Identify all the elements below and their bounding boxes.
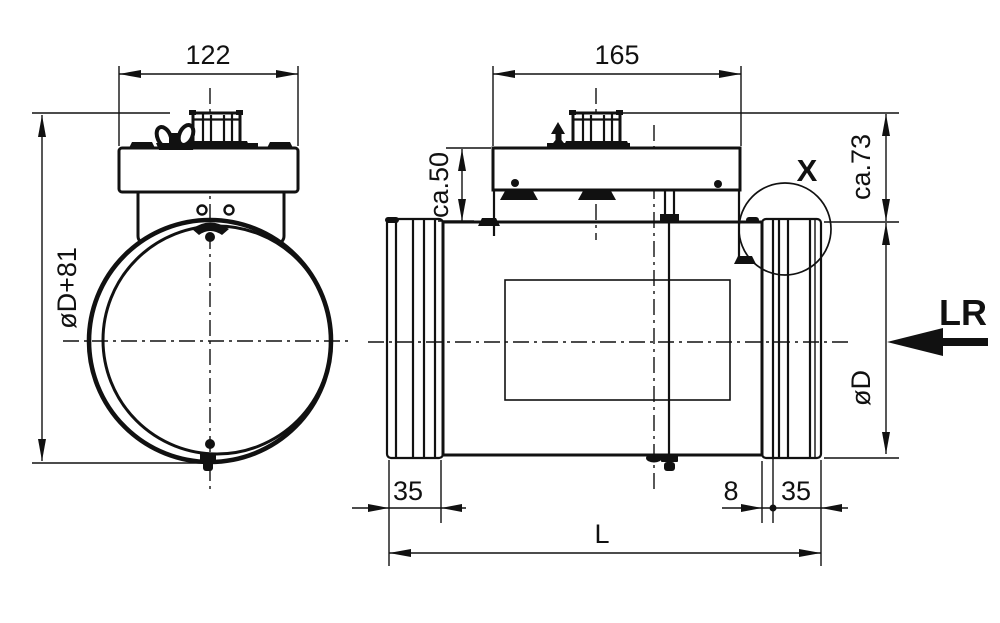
dim-8-label: 8 [723,476,738,506]
dim-od81-label: øD+81 [52,247,82,329]
shell-bead-left [385,217,399,223]
neck-screw-left [196,204,208,216]
wing-nut [154,123,196,150]
shell-bead-right [746,217,759,223]
bracket-left-foot [478,218,500,226]
blade-pivot-dot-bottom [205,439,215,449]
detail-x-label: X [797,153,818,188]
bottom-bolt-front-body [203,461,213,471]
left-spigot [385,217,445,460]
bottom-bolt-side [661,454,678,462]
airflow-arrowhead [887,328,943,356]
plate-bump-right [267,142,293,148]
dimension-overall-height: øD+81 [32,112,203,464]
dimension-plate-width: 165 [492,40,742,146]
dim-35-left-label: 35 [393,476,423,506]
position-pointer [549,122,568,148]
plate-bump-left [129,142,155,148]
side-view: X LR 165 ca.50 [352,40,988,566]
neck-screw-right [223,204,235,216]
shaft-base [660,214,679,222]
plate-screw-left [511,179,519,187]
bottom-bolt-side-body [664,462,675,471]
bracket-right-foot [734,256,756,264]
bottom-bolt-front [200,453,216,461]
dim-od-label: øD [846,370,876,406]
dimension-duct-diameter: øD [824,223,899,459]
dim-dot-8 [769,504,777,512]
dimension-actuator-height: ca.50 [424,147,491,222]
actuator-plate-side [491,146,742,192]
dimension-actuator-width: 122 [118,40,299,146]
actuator-plate-front [117,146,300,194]
dim-35-right-label: 35 [781,476,811,506]
dim-122-label: 122 [185,40,230,70]
airflow-label: LR [939,292,987,333]
detail-x-circle [738,182,832,276]
dimension-spigots: 35 8 35 [352,457,848,566]
airflow-arrow: LR [887,292,988,356]
dimension-clearance: ca.73 [824,114,899,223]
dim-ca50-label: ca.50 [424,152,454,218]
plate-foot-left [500,191,538,200]
dim-ca73-label: ca.73 [846,134,876,200]
plate-screw-right [714,180,722,188]
hand-knob-side [563,110,630,150]
dim-l-label: L [594,519,609,549]
dim-165-label: 165 [594,40,639,70]
top-bearing [192,222,229,235]
duct-shell [441,220,764,457]
rating-label-plate [504,279,731,401]
plate-foot-center [578,191,616,200]
front-view: 122 øD+81 [32,40,353,493]
dimension-length: L [389,519,821,557]
blade-pivot-dot-top [205,232,215,242]
right-spigot [760,217,823,460]
